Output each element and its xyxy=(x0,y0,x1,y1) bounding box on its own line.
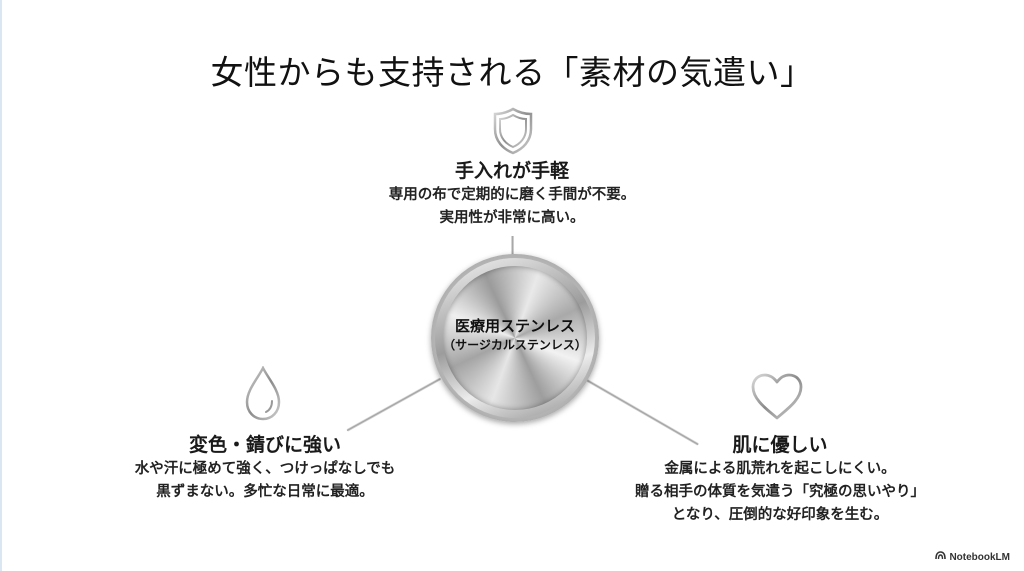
connector-left xyxy=(346,377,442,432)
slide-title: 女性からも支持される「素材の気遣い」 xyxy=(210,53,814,92)
feature-desc-line: 実用性が非常に高い。 xyxy=(439,210,585,226)
feature-desc-line: となり、圧倒的な好印象を生む。 xyxy=(671,507,889,523)
shield-icon xyxy=(492,107,534,155)
hub-face xyxy=(443,266,587,410)
notebooklm-logo-icon xyxy=(935,551,947,563)
hub-main-label: 医療用ステンレス xyxy=(454,317,575,335)
feature-heading: 変色・錆びに強い xyxy=(188,434,341,456)
brand-label: NotebookLM xyxy=(949,551,1010,563)
notebooklm-watermark: NotebookLM xyxy=(935,551,1010,563)
heart-icon xyxy=(750,372,804,422)
hub-sub-label: （サージカルステンレス） xyxy=(443,338,587,352)
feature-desc-line: 贈る相手の体質を気遣う「究極の思いやり」 xyxy=(635,484,925,500)
feature-maintenance: 手入れが手軽 専用の布で定期的に磨く手間が不要。 実用性が非常に高い。 xyxy=(312,158,712,230)
feature-desc-line: 専用の布で定期的に磨く手間が不要。 xyxy=(388,187,636,203)
feature-desc-line: 水や汗に極めて強く、つけっぱなしでも xyxy=(134,461,396,477)
feature-heading: 肌に優しい xyxy=(732,434,828,456)
feature-desc-line: 黒ずまない。多忙な日常に最適。 xyxy=(156,484,374,500)
feature-skin-friendly: 肌に優しい 金属による肌荒れを起こしにくい。 贈る相手の体質を気遣う「究極の思い… xyxy=(600,432,960,527)
hub-ring: 医療用ステンレス （サージカルステンレス） xyxy=(435,258,595,418)
feature-heading: 手入れが手軽 xyxy=(454,160,569,182)
slide-left-edge xyxy=(0,0,2,571)
feature-desc-line: 金属による肌荒れを起こしにくい。 xyxy=(664,461,896,477)
feature-corrosion-resistance: 変色・錆びに強い 水や汗に極めて強く、つけっぱなしでも 黒ずまない。多忙な日常に… xyxy=(80,432,450,504)
hub-label: 医療用ステンレス （サージカルステンレス） xyxy=(435,316,595,354)
connector-top xyxy=(511,236,514,256)
water-drop-icon xyxy=(244,365,282,422)
hub-medallion: 医療用ステンレス （サージカルステンレス） xyxy=(431,254,599,422)
